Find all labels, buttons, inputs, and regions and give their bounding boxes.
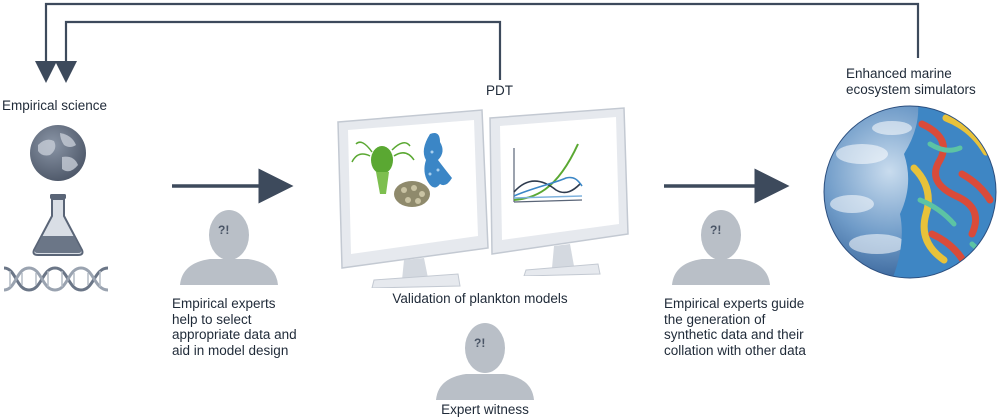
globe-icon	[30, 125, 86, 181]
person-icon	[180, 210, 278, 285]
validation-label: Validation of plankton models	[392, 291, 568, 306]
monitor-icon	[337, 109, 489, 288]
expert-witness-label: Expert witness	[441, 402, 529, 417]
earth-simulation-icon	[823, 105, 997, 279]
feedback-loop-inner	[55, 20, 502, 83]
feedback-loop-outer	[35, 2, 920, 83]
dna-icon	[3, 266, 109, 292]
person-icon	[672, 210, 770, 285]
flask-icon	[32, 194, 84, 256]
empirical-expert-left: ?!	[174, 205, 284, 285]
expert-witness-person: ?!	[430, 318, 540, 400]
chart-graphic	[513, 143, 583, 203]
person-icon	[436, 323, 534, 400]
question-mark-right: ?!	[710, 223, 722, 237]
empirical-expert-right: ?!	[666, 205, 776, 285]
empirical-science-label: Empirical science	[2, 98, 108, 113]
question-mark-middle: ?!	[474, 336, 486, 350]
right-experts-text: Empirical experts guide the generation o…	[664, 296, 806, 358]
left-experts-text: Empirical experts help to select appropr…	[172, 296, 297, 358]
pdt-label: PDT	[486, 83, 513, 98]
plankton-graphic	[351, 133, 452, 207]
question-mark-left: ?!	[218, 223, 230, 237]
enhanced-simulators-label: Enhanced marine ecosystem simulators	[846, 66, 976, 97]
monitor-icon	[489, 107, 629, 276]
